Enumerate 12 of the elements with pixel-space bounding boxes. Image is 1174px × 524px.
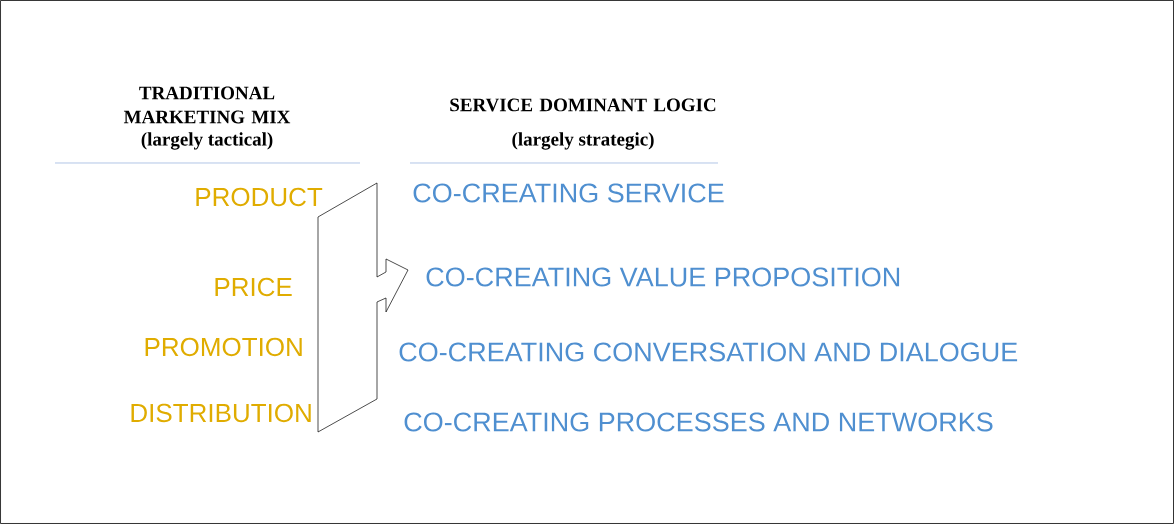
mix-element: PRODUCT	[196, 187, 323, 207]
column-heading: SERVICE DOMINANT LOGIC	[450, 98, 716, 112]
column-subheading: (largely tactical)	[141, 132, 273, 150]
column-subheading: (largely strategic)	[512, 132, 654, 150]
co-creation-element: CO-CREATING CONVERSATION AND DIALOGUE	[399, 342, 1018, 362]
column-heading: TRADITIONAL MARKETING MIX	[123, 86, 291, 124]
mix-element: DISTRIBUTION	[131, 403, 311, 423]
co-creation-element: CO-CREATING PROCESSES AND NETWORKS	[404, 412, 993, 432]
co-creation-element: CO-CREATING VALUE PROPOSITION	[426, 267, 900, 287]
co-creation-element: CO-CREATING SERVICE	[413, 183, 724, 203]
mix-element: PROMOTION	[145, 337, 302, 357]
mix-element: PRICE	[215, 277, 292, 297]
